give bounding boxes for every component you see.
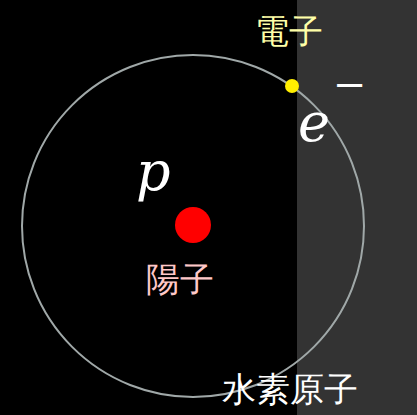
electron-symbol: e bbox=[298, 96, 330, 150]
proton-dot bbox=[175, 207, 211, 243]
grey-panel bbox=[297, 0, 417, 415]
electron-label: 電子 bbox=[255, 14, 323, 48]
proton-label: 陽子 bbox=[146, 262, 214, 296]
charge-superscript: − bbox=[333, 64, 367, 104]
proton-symbol: p bbox=[136, 145, 171, 199]
atom-label: 水素原子 bbox=[222, 372, 358, 406]
electron-dot bbox=[285, 79, 299, 93]
electron-orbit bbox=[22, 55, 364, 397]
